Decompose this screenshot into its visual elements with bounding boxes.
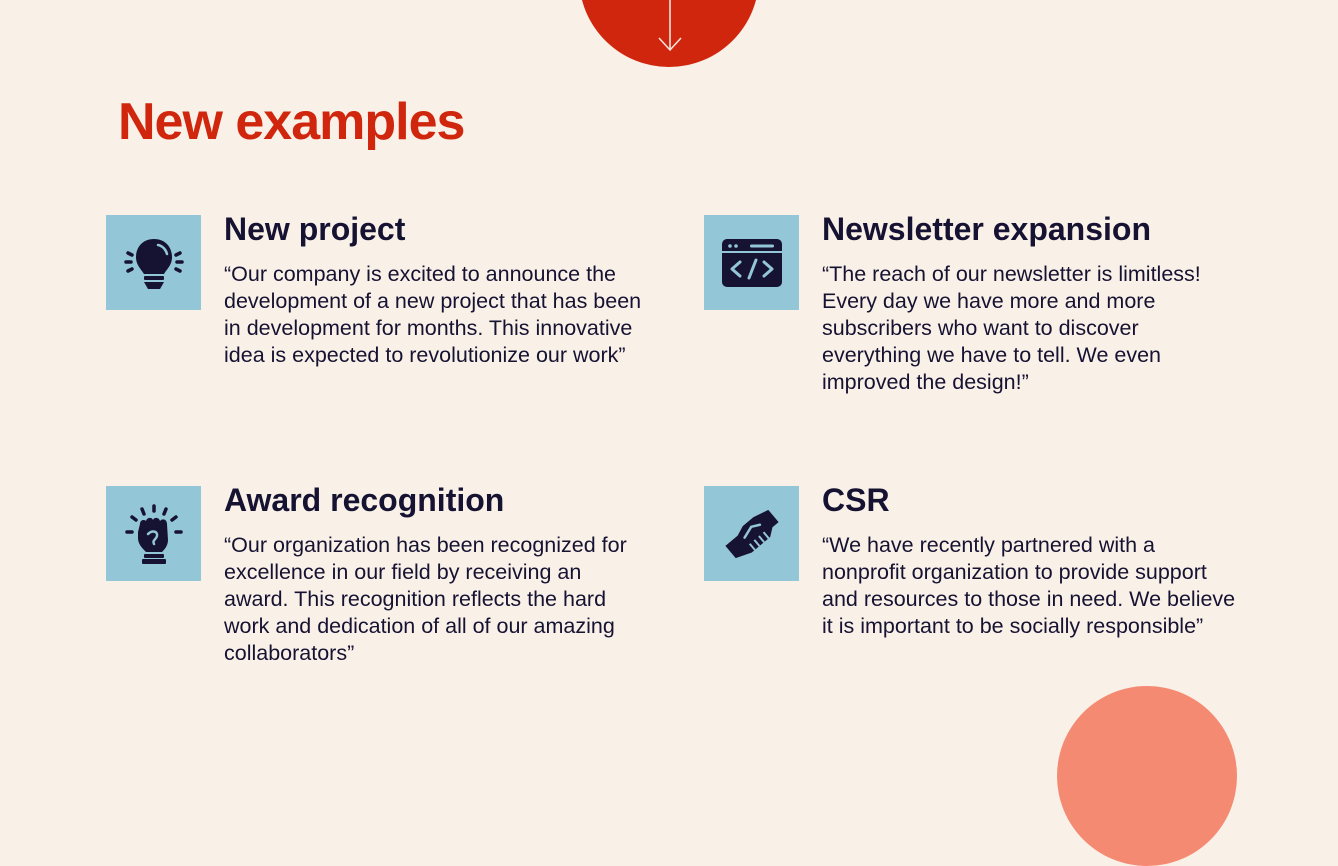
arrow-down-icon	[658, 0, 682, 52]
card-title: Newsletter expansion	[822, 211, 1151, 247]
card-title: CSR	[822, 482, 890, 518]
slide-title: New examples	[118, 93, 465, 151]
decorative-circle-bottom	[1057, 686, 1237, 866]
card-body: “Our organization has been recognized fo…	[224, 533, 627, 665]
lightbulb-icon	[123, 238, 184, 289]
card-body: “Our company is excited to announce the …	[224, 262, 642, 367]
card-title: Award recognition	[224, 482, 505, 518]
raised-fist-icon	[124, 503, 183, 564]
icon-container	[704, 215, 799, 310]
code-window-icon	[721, 238, 782, 287]
icon-container	[106, 215, 201, 310]
card-body: “We have recently partnered with a nonpr…	[822, 533, 1236, 638]
handshake-icon	[724, 509, 779, 558]
card-body: “The reach of our newsletter is limitles…	[822, 262, 1201, 394]
icon-container	[704, 486, 799, 581]
icon-container	[106, 486, 201, 581]
card-title: New project	[224, 211, 406, 247]
